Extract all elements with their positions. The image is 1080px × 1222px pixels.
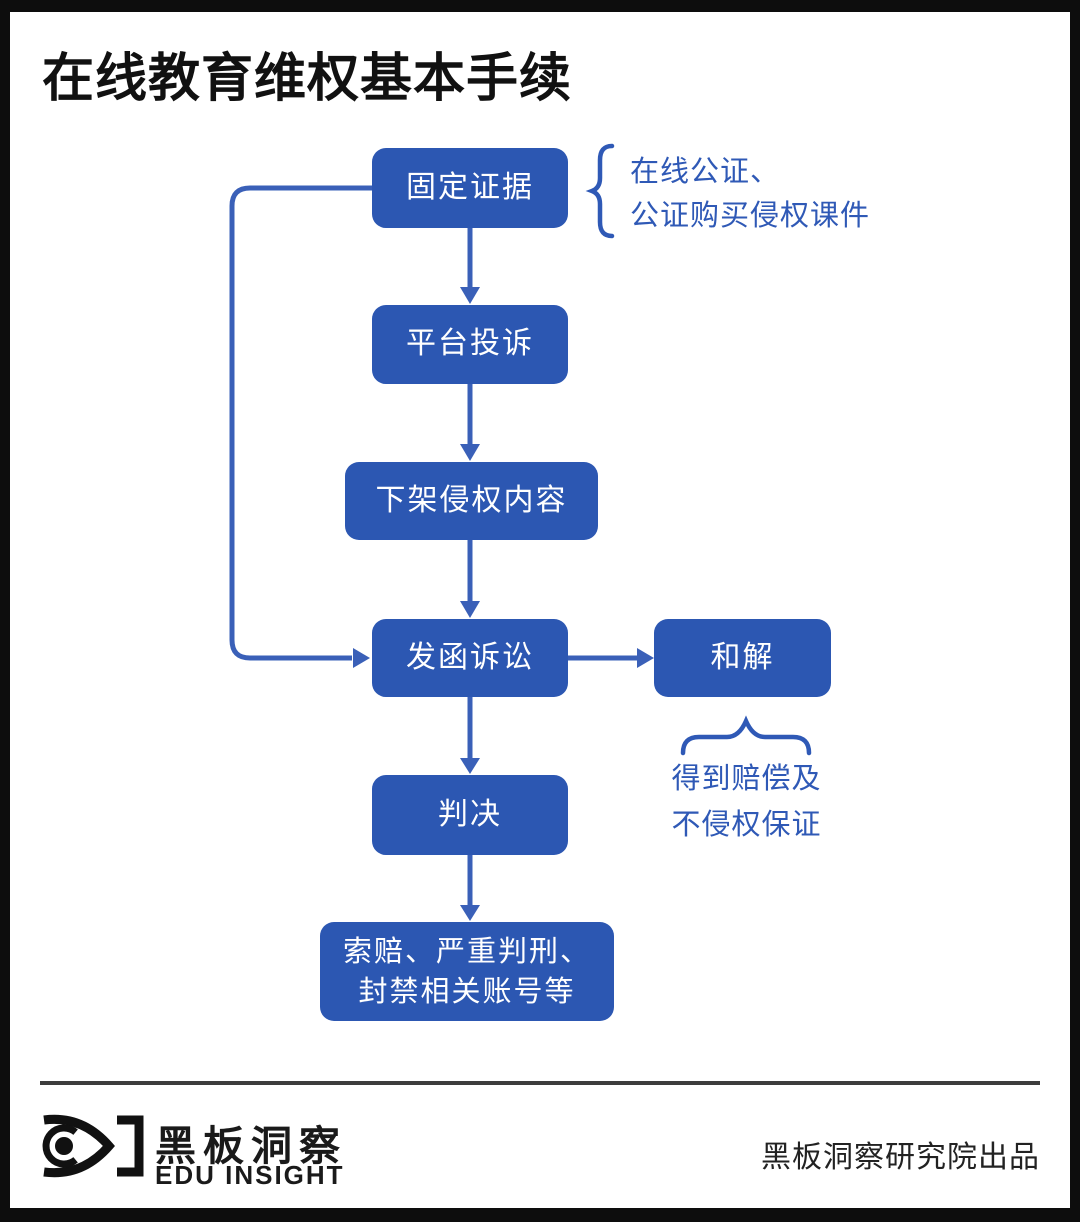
settlement-annotation-line1: 得到赔偿及: [671, 763, 822, 795]
arrowhead-lawsuit: [460, 601, 480, 618]
flow-node-send-letter-lawsuit: 发函诉讼: [372, 619, 568, 697]
arrowhead-penalty: [460, 905, 480, 921]
flow-node-label: 和解: [710, 640, 775, 674]
flow-node-label: 下架侵权内容: [375, 483, 568, 517]
loop-fix-to-lawsuit: [229, 185, 372, 661]
arrowhead-complaint: [460, 287, 480, 304]
brace-settlement-note: [680, 715, 812, 756]
brace-evidence-note: [585, 143, 615, 239]
flow-node-fix-evidence: 固定证据: [372, 148, 568, 228]
flow-node-settlement: 和解: [654, 619, 831, 697]
flow-node-penalty: 索赔、严重判刑、 封禁相关账号等: [320, 922, 614, 1021]
arrowhead-loop: [353, 648, 370, 668]
footer-credit: 黑板洞察研究院出品: [761, 1141, 1040, 1174]
page-title: 在线教育维权基本手续: [42, 50, 573, 108]
flow-node-takedown-content: 下架侵权内容: [345, 462, 598, 540]
flow-node-platform-complaint: 平台投诉: [372, 305, 568, 384]
flow-node-judgment: 判决: [372, 775, 568, 855]
evidence-annotation-line1: 在线公证、: [630, 156, 781, 188]
arrowhead-takedown: [460, 444, 480, 461]
brand-name-english: EDU INSIGHT: [155, 1160, 345, 1190]
evidence-annotation-line2: 公证购买侵权课件: [630, 200, 871, 232]
settlement-annotation: 得到赔偿及 不侵权保证: [636, 756, 857, 848]
flow-node-label-line2: 封禁相关账号等: [358, 975, 576, 1008]
flow-node-label: 判决: [438, 797, 502, 831]
settlement-annotation-line2: 不侵权保证: [671, 809, 822, 841]
arrowhead-settlement: [637, 648, 654, 668]
brand-name-chinese: 黑板洞察: [155, 1123, 347, 1169]
flow-node-label-line1: 索赔、严重判刑、: [342, 935, 591, 968]
edu-insight-eye-logo-icon: [42, 1114, 144, 1178]
arrowhead-judgment: [460, 758, 480, 774]
footer-divider: [40, 1081, 1040, 1085]
flow-node-label: 发函诉讼: [406, 640, 534, 674]
evidence-annotation: 在线公证、 公证购买侵权课件: [630, 150, 870, 238]
flow-node-label: 平台投诉: [406, 327, 534, 361]
flow-node-label: 固定证据: [406, 170, 534, 204]
